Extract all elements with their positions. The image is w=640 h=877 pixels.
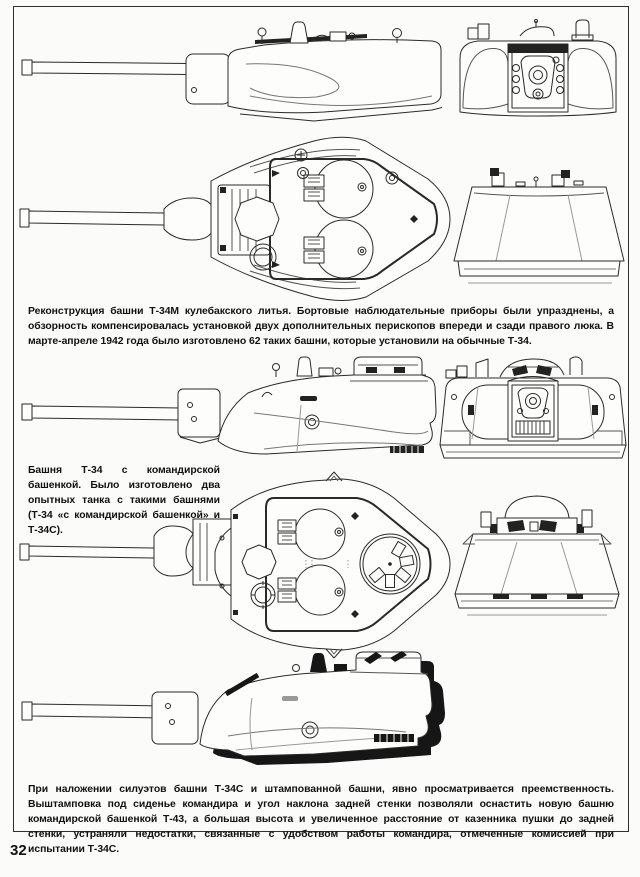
caption-t34m-cast: Реконструкция башни Т-34М кулебакского л… [28, 306, 614, 347]
figure-t34-cupola-front-view [438, 353, 630, 467]
t34s-overlay-drawing [21, 651, 445, 765]
t34-cupola-rear-drawing [454, 495, 620, 616]
figure-t34m-turret-side-view [14, 18, 442, 134]
caption-t34s-overlay: При наложении силуэтов башни Т-34С и шта… [28, 784, 614, 855]
caption-t34-cupola: Башня Т-34 с командирской башенкой. Было… [28, 465, 220, 536]
figure-t34m-turret-front-view [448, 163, 630, 295]
page-frame [13, 6, 629, 832]
figure-t34-cupola-rear-view [445, 486, 628, 626]
t34m-front-drawing [453, 168, 625, 284]
page-number: 32 [10, 842, 27, 859]
t34m-rear-drawing [459, 19, 617, 117]
t34-cupola-front-drawing [439, 356, 627, 459]
figure-t34-cupola-top-view [12, 468, 464, 664]
t34m-top-drawing [19, 136, 451, 301]
figure-t34-cupola-side-view [14, 353, 446, 467]
t34-cupola-side-drawing [21, 356, 437, 455]
figure-t34m-turret-rear-view [448, 18, 628, 132]
figure-t34m-turret-top-view [14, 133, 460, 305]
t34m-side-drawing [21, 21, 442, 122]
t34-cupola-top-drawing [19, 471, 451, 659]
figure-t34s-overlay-side-view [14, 646, 628, 783]
